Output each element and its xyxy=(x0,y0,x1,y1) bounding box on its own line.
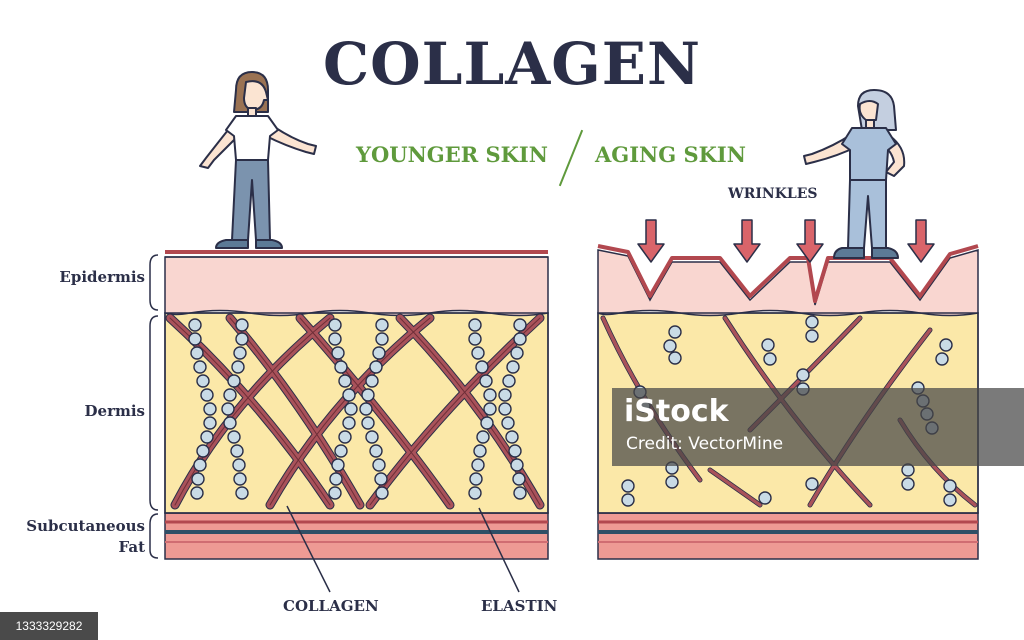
page-title: COLLAGEN xyxy=(322,30,701,98)
younger-skin-section xyxy=(164,250,549,560)
label-wrinkles: WRINKLES xyxy=(728,186,818,202)
label-dermis: Dermis xyxy=(84,402,145,420)
label-collagen: COLLAGEN xyxy=(283,597,379,615)
wrinkle-arrows xyxy=(637,219,935,263)
older-woman-figure xyxy=(803,89,906,259)
watermark-brand: iStock xyxy=(624,394,729,429)
subtitle-younger-skin: YOUNGER SKIN xyxy=(356,142,548,167)
label-pointers xyxy=(286,505,520,593)
subtitle-aging-skin: AGING SKIN xyxy=(595,142,746,167)
label-subcutaneous-fat: Subcutaneous Fat xyxy=(26,517,145,556)
layer-brackets xyxy=(149,254,159,559)
watermark-band xyxy=(612,388,1024,466)
label-elastin: ELASTIN xyxy=(481,597,558,615)
stock-id-badge: 1333329282 xyxy=(0,612,98,640)
label-epidermis: Epidermis xyxy=(59,268,145,286)
young-woman-figure xyxy=(199,71,317,249)
watermark-credit: Credit: VectorMine xyxy=(626,434,784,454)
